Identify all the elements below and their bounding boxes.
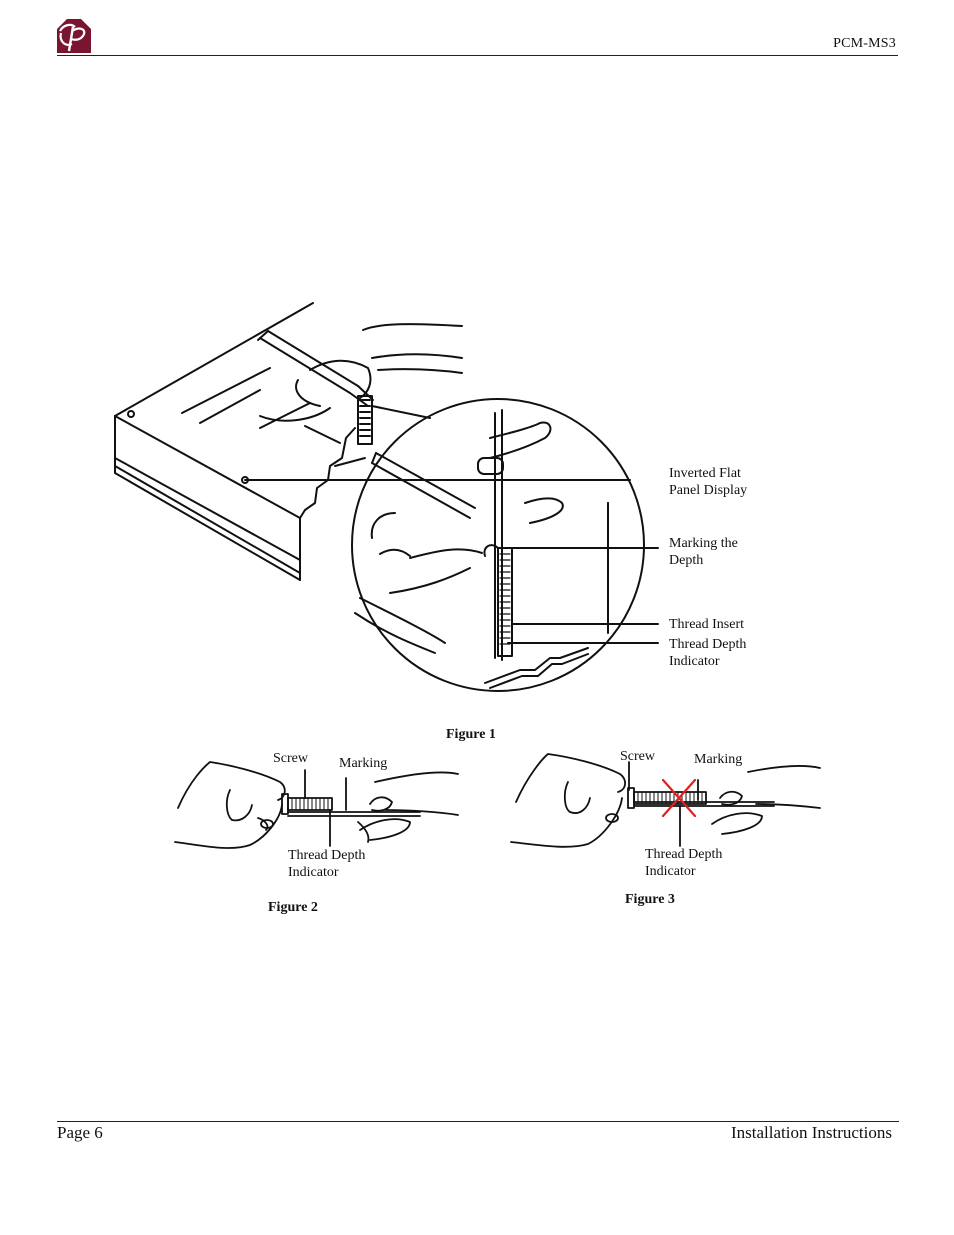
callout-thread-depth-line1: Thread Depth — [669, 637, 747, 652]
footer-divider — [57, 1121, 899, 1122]
cp-logo-icon — [57, 19, 91, 53]
figure3-thread-depth-line1: Thread Depth — [645, 847, 723, 862]
callout-inverted-display-line2: Panel Display — [669, 483, 748, 498]
callout-thread-depth: Thread Depth Indicator — [669, 636, 746, 670]
header-divider — [57, 55, 898, 56]
callout-marking-depth-line2: Depth — [669, 553, 704, 568]
figure3-thread-depth-line2: Indicator — [645, 864, 696, 879]
figure2-thread-depth-line2: Indicator — [288, 865, 339, 880]
figure3-caption: Figure 3 — [625, 892, 675, 907]
figure2-marking-label: Marking — [339, 756, 388, 771]
figure2-thread-depth-line1: Thread Depth — [288, 848, 366, 863]
figure1-caption: Figure 1 — [446, 727, 496, 742]
incorrect-x-icon — [661, 778, 697, 818]
callout-marking-depth-line1: Marking the — [669, 536, 738, 551]
callout-inverted-display-line1: Inverted Flat — [669, 466, 741, 481]
callout-thread-insert: Thread Insert — [669, 617, 745, 632]
callout-thread-depth-line2: Indicator — [669, 654, 720, 669]
figure3-marking-label: Marking — [694, 752, 743, 767]
figure1-illustration — [114, 302, 659, 692]
document-title: Installation Instructions — [730, 1123, 892, 1142]
brand-logo — [57, 19, 91, 53]
figure3-screw-label: Screw — [620, 749, 655, 764]
callout-marking-depth: Marking the Depth — [669, 535, 738, 569]
model-number: PCM-MS3 — [833, 36, 896, 51]
figure2-caption: Figure 2 — [268, 900, 318, 915]
page-number: Page 6 — [57, 1123, 103, 1142]
figure2-illustration — [174, 761, 459, 849]
figure3-thread-depth-label: Thread Depth Indicator — [645, 846, 722, 880]
figure3-illustration — [510, 753, 821, 848]
callout-inverted-display: Inverted Flat Panel Display — [669, 465, 747, 499]
figure2-screw-label: Screw — [273, 751, 308, 766]
figure2-thread-depth-label: Thread Depth Indicator — [288, 847, 365, 881]
